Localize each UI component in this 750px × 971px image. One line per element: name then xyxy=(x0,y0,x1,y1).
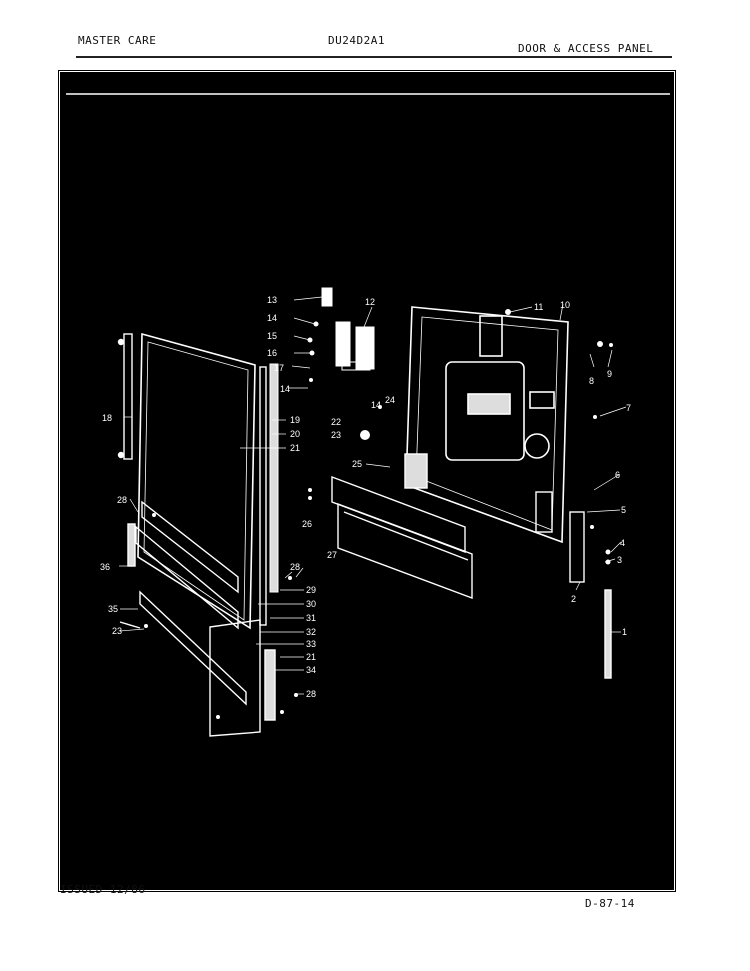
left-side-trim xyxy=(117,333,133,460)
callout-label: 14 xyxy=(280,384,290,394)
control-strip xyxy=(331,453,612,679)
callout-label: 19 xyxy=(290,415,300,425)
callout-label: 5 xyxy=(621,505,626,515)
callout-labels: 13 14 12 11 10 15 16 9 8 17 14 18 19 20 … xyxy=(100,295,631,699)
callout-label: 17 xyxy=(274,363,284,373)
callout-label: 2 xyxy=(571,594,576,604)
right-side-trim xyxy=(259,363,279,626)
callout-label: 18 xyxy=(102,413,112,423)
callout-label: 7 xyxy=(626,403,631,413)
header-model: DU24D2A1 xyxy=(328,34,385,47)
callout-label: 6 xyxy=(615,470,620,480)
callout-label: 24 xyxy=(385,395,395,405)
callout-label: 33 xyxy=(306,639,316,649)
callout-label: 8 xyxy=(589,376,594,386)
callout-label: 23 xyxy=(112,626,122,636)
exploded-parts-diagram: 13 14 12 11 10 15 16 9 8 17 14 18 19 20 … xyxy=(66,93,670,737)
callout-label: 27 xyxy=(327,550,337,560)
callout-label: 11 xyxy=(534,302,543,312)
callout-label: 22 xyxy=(331,417,341,427)
callout-label: 14 xyxy=(371,400,381,410)
callout-label: 3 xyxy=(617,555,622,565)
callout-label: 16 xyxy=(267,348,277,358)
callout-label: 35 xyxy=(108,604,118,614)
callout-label: 21 xyxy=(290,443,300,453)
callout-label: 34 xyxy=(306,665,316,675)
callout-label: 31 xyxy=(306,613,316,623)
callout-label: 10 xyxy=(560,300,570,310)
hardware-screws xyxy=(144,309,613,719)
callout-label: 9 xyxy=(607,369,612,379)
callout-label: 14 xyxy=(267,313,277,323)
header-rule xyxy=(76,56,672,58)
callout-label: 25 xyxy=(352,459,362,469)
callout-label: 20 xyxy=(290,429,300,439)
footer-document-code: D-87-14 xyxy=(585,897,635,910)
callout-label: 23 xyxy=(331,430,341,440)
callout-label: 21 xyxy=(306,652,316,662)
callout-label: 32 xyxy=(306,627,316,637)
callout-label: 15 xyxy=(267,331,277,341)
callout-label: 30 xyxy=(306,599,316,609)
callout-label: 26 xyxy=(302,519,312,529)
access-panel xyxy=(405,306,569,544)
callout-label: 12 xyxy=(365,297,375,307)
callout-label: 36 xyxy=(100,562,110,572)
header-section-title: DOOR & ACCESS PANEL xyxy=(518,42,654,55)
callout-label: 29 xyxy=(306,585,316,595)
callout-label: 13 xyxy=(267,295,277,305)
diagram-frame: 13 14 12 11 10 15 16 9 8 17 14 18 19 20 … xyxy=(58,70,676,892)
callout-label: 28 xyxy=(117,495,127,505)
callout-label: 28 xyxy=(290,562,300,572)
callout-leaders xyxy=(119,296,627,695)
header-brand: MASTER CARE xyxy=(78,34,157,47)
hinge-bracket xyxy=(307,287,375,371)
footer-issued-date: ISSUED 12/86 xyxy=(60,883,146,896)
callout-label: 1 xyxy=(622,627,627,637)
callout-label: 4 xyxy=(620,538,625,548)
callout-label: 28 xyxy=(306,689,316,699)
outer-door-panel xyxy=(137,332,256,630)
